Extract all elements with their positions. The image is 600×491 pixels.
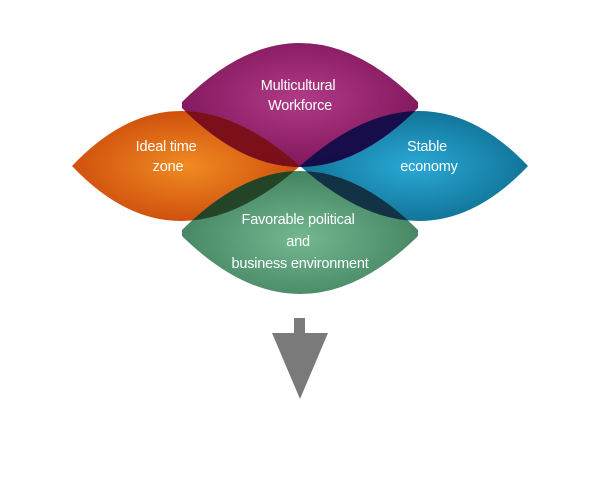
label-line: and <box>286 234 310 250</box>
label-stable-economy: Stable economy <box>400 139 458 175</box>
label-multicultural-workforce: Multicultural Workforce <box>261 78 340 114</box>
label-line: Ideal time <box>136 139 197 155</box>
label-line: zone <box>153 159 184 175</box>
label-ideal-time-zone: Ideal time zone <box>136 139 201 175</box>
label-line: economy <box>400 159 458 175</box>
label-favorable-environment: Favorable political and business environ… <box>231 212 368 272</box>
label-line: business environment <box>231 256 368 272</box>
down-arrow-icon <box>272 318 328 399</box>
label-line: Workforce <box>268 98 332 114</box>
label-line: Multicultural <box>261 78 336 94</box>
label-line: Favorable political <box>242 212 355 228</box>
label-line: Stable <box>407 139 447 155</box>
